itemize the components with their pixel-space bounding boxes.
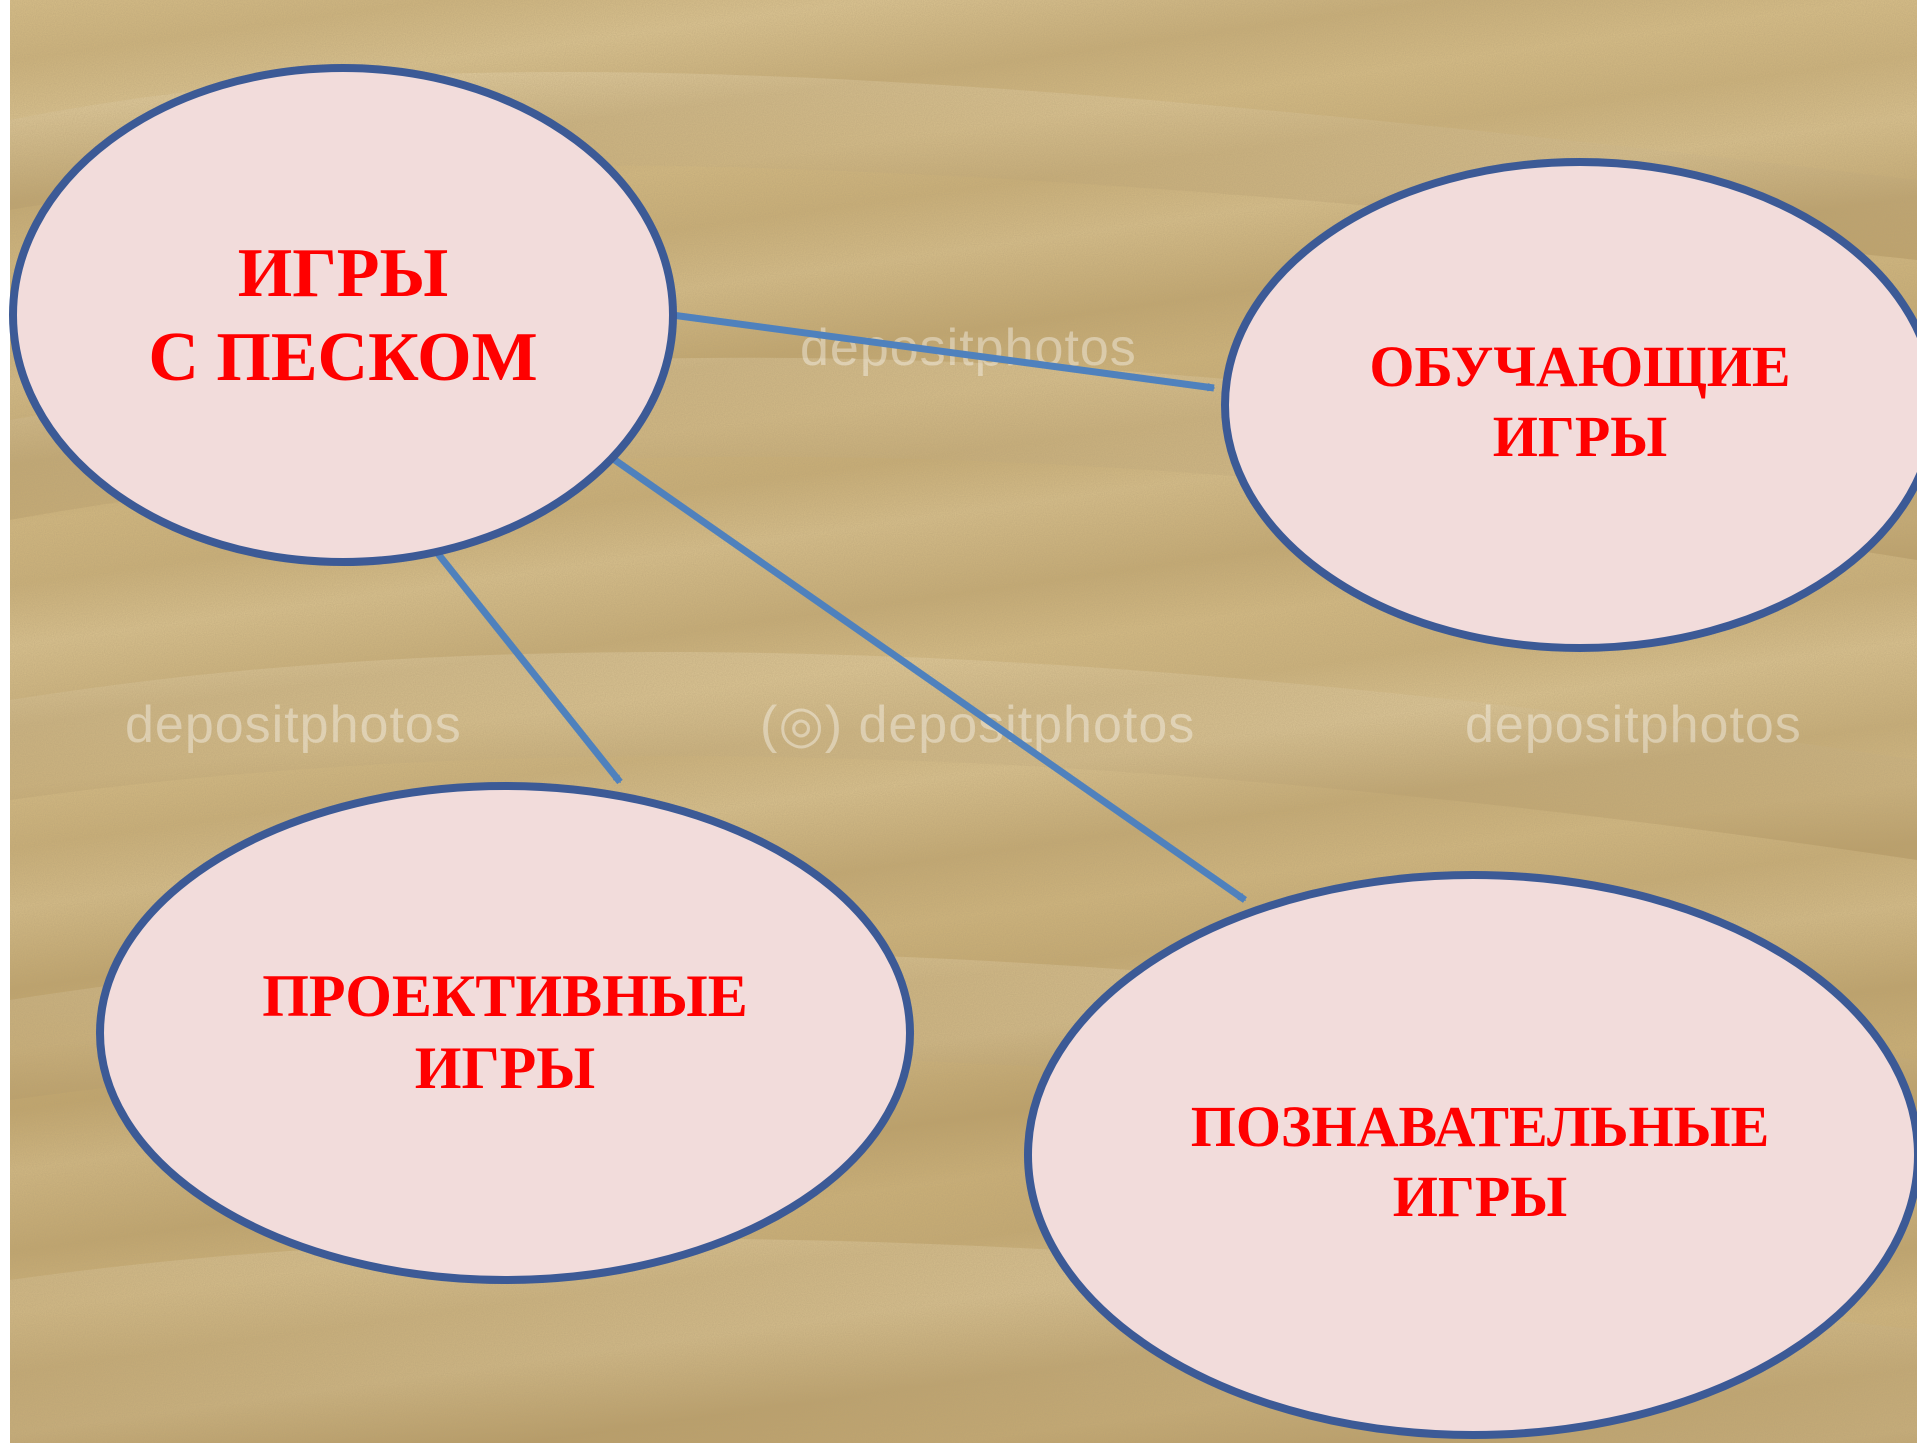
projective-line2: ИГРЫ bbox=[414, 1035, 596, 1101]
teaching-line1: ОБУЧАЮЩИЕ bbox=[1369, 334, 1791, 399]
arrow-to-teaching bbox=[671, 311, 1216, 392]
node-root-label: ИГРЫ С ПЕСКОМ bbox=[93, 232, 593, 400]
cognitive-line1: ПОЗНАВАТЕЛЬНЫЕ bbox=[1190, 1094, 1770, 1159]
node-teaching-shape bbox=[1221, 158, 1917, 652]
watermark-center: (◎) depositphotos bbox=[760, 696, 1196, 754]
cognitive-line2: ИГРЫ bbox=[1392, 1163, 1568, 1229]
node-projective-shape bbox=[96, 782, 914, 1284]
node-cognitive-shape bbox=[1024, 871, 1917, 1439]
node-cognitive-label: ПОЗНАВАТЕЛЬНЫЕ ИГРЫ bbox=[1130, 1092, 1830, 1231]
watermark-right: depositphotos bbox=[1465, 696, 1802, 754]
root-line2: С ПЕСКОМ bbox=[148, 319, 538, 396]
node-teaching-label: ОБУЧАЮЩИЕ ИГРЫ bbox=[1280, 332, 1880, 471]
watermark-left: depositphotos bbox=[125, 696, 462, 754]
teaching-line2: ИГРЫ bbox=[1492, 403, 1668, 469]
arrow-to-cognitive bbox=[609, 455, 1248, 903]
node-projective-label: ПРОЕКТИВНЫЕ ИГРЫ bbox=[205, 960, 805, 1104]
projective-line1: ПРОЕКТИВНЫЕ bbox=[262, 963, 748, 1029]
root-line1: ИГРЫ bbox=[237, 235, 449, 312]
node-root-shape bbox=[9, 64, 677, 566]
arrow-to-projective bbox=[432, 547, 623, 785]
